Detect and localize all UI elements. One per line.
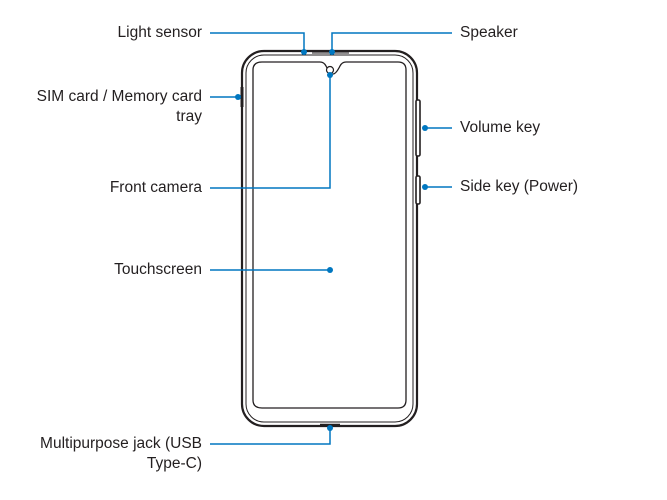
sim-tray-text-line1: SIM card / Memory card: [36, 88, 202, 105]
phone-body-inner: [245, 54, 414, 423]
front-camera-text: Front camera: [109, 179, 202, 196]
volume-key-dot: [422, 125, 428, 131]
touchscreen-label: Touchscreen: [114, 260, 202, 280]
light-sensor-dot: [301, 49, 307, 55]
multipurpose-jack-text-line2: Type-C): [146, 455, 202, 472]
side-key-dot: [422, 184, 428, 190]
usb-jack-dot: [327, 425, 333, 431]
side-key-label: Side key (Power): [460, 177, 578, 197]
front-camera-dot: [327, 72, 333, 78]
speaker-label: Speaker: [460, 23, 518, 43]
side-key-text: Side key (Power): [460, 178, 579, 195]
sim-tray-text-line2: tray: [176, 108, 202, 125]
side-key-shape: [415, 175, 421, 205]
multipurpose-jack-label: Multipurpose jack (USB Type-C): [40, 434, 202, 474]
volume-key-shape: [415, 99, 421, 157]
sim-tray-dot: [235, 94, 241, 100]
multipurpose-jack-text-line1: Multipurpose jack (USB: [40, 435, 202, 452]
touchscreen-text: Touchscreen: [114, 261, 202, 278]
sim-tray-label: SIM card / Memory card tray: [37, 87, 202, 127]
speaker-text: Speaker: [460, 24, 518, 41]
light-sensor-label: Light sensor: [118, 23, 202, 43]
volume-key-label: Volume key: [460, 118, 540, 138]
volume-key-text: Volume key: [460, 119, 541, 136]
light-sensor-callout: [210, 32, 305, 52]
usb-jack-callout: [210, 428, 331, 445]
front-camera-callout: [210, 75, 331, 189]
speaker-dot: [329, 49, 335, 55]
front-camera-label: Front camera: [110, 178, 202, 198]
light-sensor-text: Light sensor: [117, 24, 202, 41]
speaker-callout: [331, 32, 452, 52]
touchscreen-dot: [327, 267, 333, 273]
